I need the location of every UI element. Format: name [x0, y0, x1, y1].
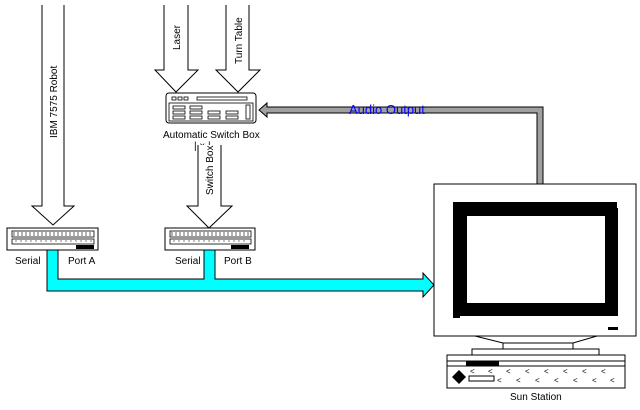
svg-text:<: < [488, 367, 493, 376]
audio-output-connection [258, 101, 544, 186]
svg-text:<: < [470, 367, 475, 376]
svg-text:<: < [601, 367, 606, 376]
svg-text:<: < [582, 367, 587, 376]
robot-label: IBM 7575 Robot [49, 66, 60, 138]
svg-text:<: < [554, 376, 559, 385]
robot-arrow [30, 5, 76, 226]
serial-connection [46, 249, 435, 299]
svg-text:<: < [592, 376, 597, 385]
sun-station-label: Sun Station [510, 392, 562, 403]
svg-text:<: < [535, 376, 540, 385]
switch-box-device[interactable] [165, 92, 257, 124]
svg-text:<: < [610, 376, 615, 385]
svg-text:<: < [525, 367, 530, 376]
switchbox-link-label: Switch Box [205, 146, 216, 195]
svg-text:<: < [516, 376, 521, 385]
turntable-arrow [214, 5, 262, 93]
laser-label: Laser [172, 24, 183, 50]
audio-output-label: Audio Output [349, 102, 425, 117]
svg-text:<: < [544, 367, 549, 376]
port-a-port-label: Port A [68, 256, 96, 267]
turntable-label: Turn Table [234, 17, 245, 64]
laser-arrow [153, 5, 200, 93]
sun-station-keyboard[interactable]: < < < < < < < < < < < < < < < [446, 354, 626, 389]
port-b-device[interactable] [164, 227, 256, 251]
switch-box-label: Automatic Switch Box [163, 130, 260, 141]
port-b-serial-label: Serial [175, 256, 201, 267]
svg-text:<: < [563, 367, 568, 376]
svg-text:<: < [573, 376, 578, 385]
sun-station-monitor[interactable] [433, 183, 637, 356]
svg-text:<: < [506, 367, 511, 376]
port-a-serial-label: Serial [15, 256, 41, 267]
svg-text:<: < [497, 376, 502, 385]
port-a-device[interactable] [6, 227, 99, 251]
port-b-port-label: Port B [224, 256, 252, 267]
